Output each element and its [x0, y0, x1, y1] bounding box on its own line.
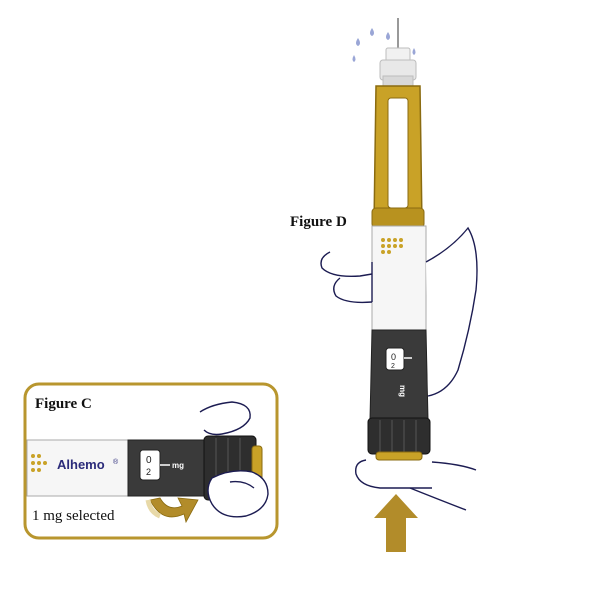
figure-c-label: Figure C: [35, 396, 92, 412]
figure-c-illustration: Alhemo ® 0 2 mg: [26, 401, 269, 524]
pen-body: [371, 225, 427, 347]
brand-dots: [31, 454, 47, 472]
brand-dots: [381, 238, 403, 254]
hand-icon: [199, 401, 269, 518]
cartridge-holder: [371, 85, 425, 229]
needle-hub: [379, 47, 417, 87]
dose-caption: 1 mg selected: [32, 508, 115, 524]
hand-thumb: [355, 459, 477, 511]
svg-text:0: 0: [146, 455, 152, 466]
brand-name: Alhemo: [57, 457, 105, 472]
dose-section: 0 2 mg: [367, 329, 431, 461]
unit-label: mg: [172, 461, 184, 470]
svg-text:0: 0: [391, 352, 396, 362]
svg-text:2: 2: [146, 467, 151, 477]
figure-d-illustration: 0 2 mg: [320, 18, 478, 552]
hand-icon: [320, 226, 478, 397]
svg-text:mg: mg: [398, 385, 407, 397]
registered-mark: ®: [113, 458, 119, 466]
figure-d-label: Figure D: [290, 214, 347, 230]
dial-turn-arrow-icon: [149, 497, 199, 524]
upward-arrow-icon: [374, 494, 418, 552]
droplet-icon: [352, 28, 416, 62]
svg-text:2: 2: [391, 363, 395, 370]
